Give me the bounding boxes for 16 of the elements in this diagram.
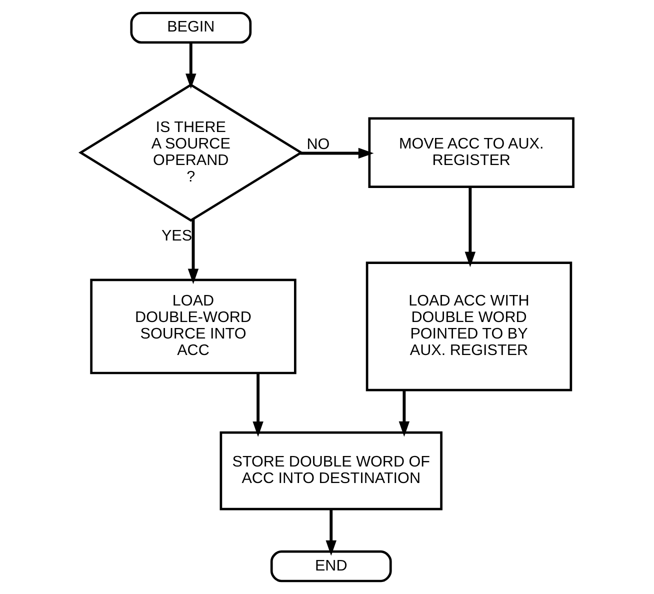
arrow [186,42,196,89]
arrow [252,373,264,437]
arrow [464,186,476,268]
edge-label: NO [306,136,330,153]
node-box: MOVE ACC TO AUX. REGISTER [368,117,574,188]
arrow [326,510,336,556]
arrow [398,390,410,437]
node-box: LOAD ACC WITH DOUBLE WORD POINTED TO BY AUX. REGISTER [366,262,572,392]
arrow [188,219,199,284]
edge-label: YES [161,228,192,245]
arrow [300,148,374,159]
node-box: STORE DOUBLE WORD OF ACC INTO DESTINATION [220,431,442,510]
node-box: LOAD DOUBLE-WORD SOURCE INTO ACC [90,278,296,374]
node-box: BEGIN [130,12,252,44]
node-box: END [270,550,392,582]
node-diamond: IS THERE A SOURCE OPERAND ? [78,84,304,222]
